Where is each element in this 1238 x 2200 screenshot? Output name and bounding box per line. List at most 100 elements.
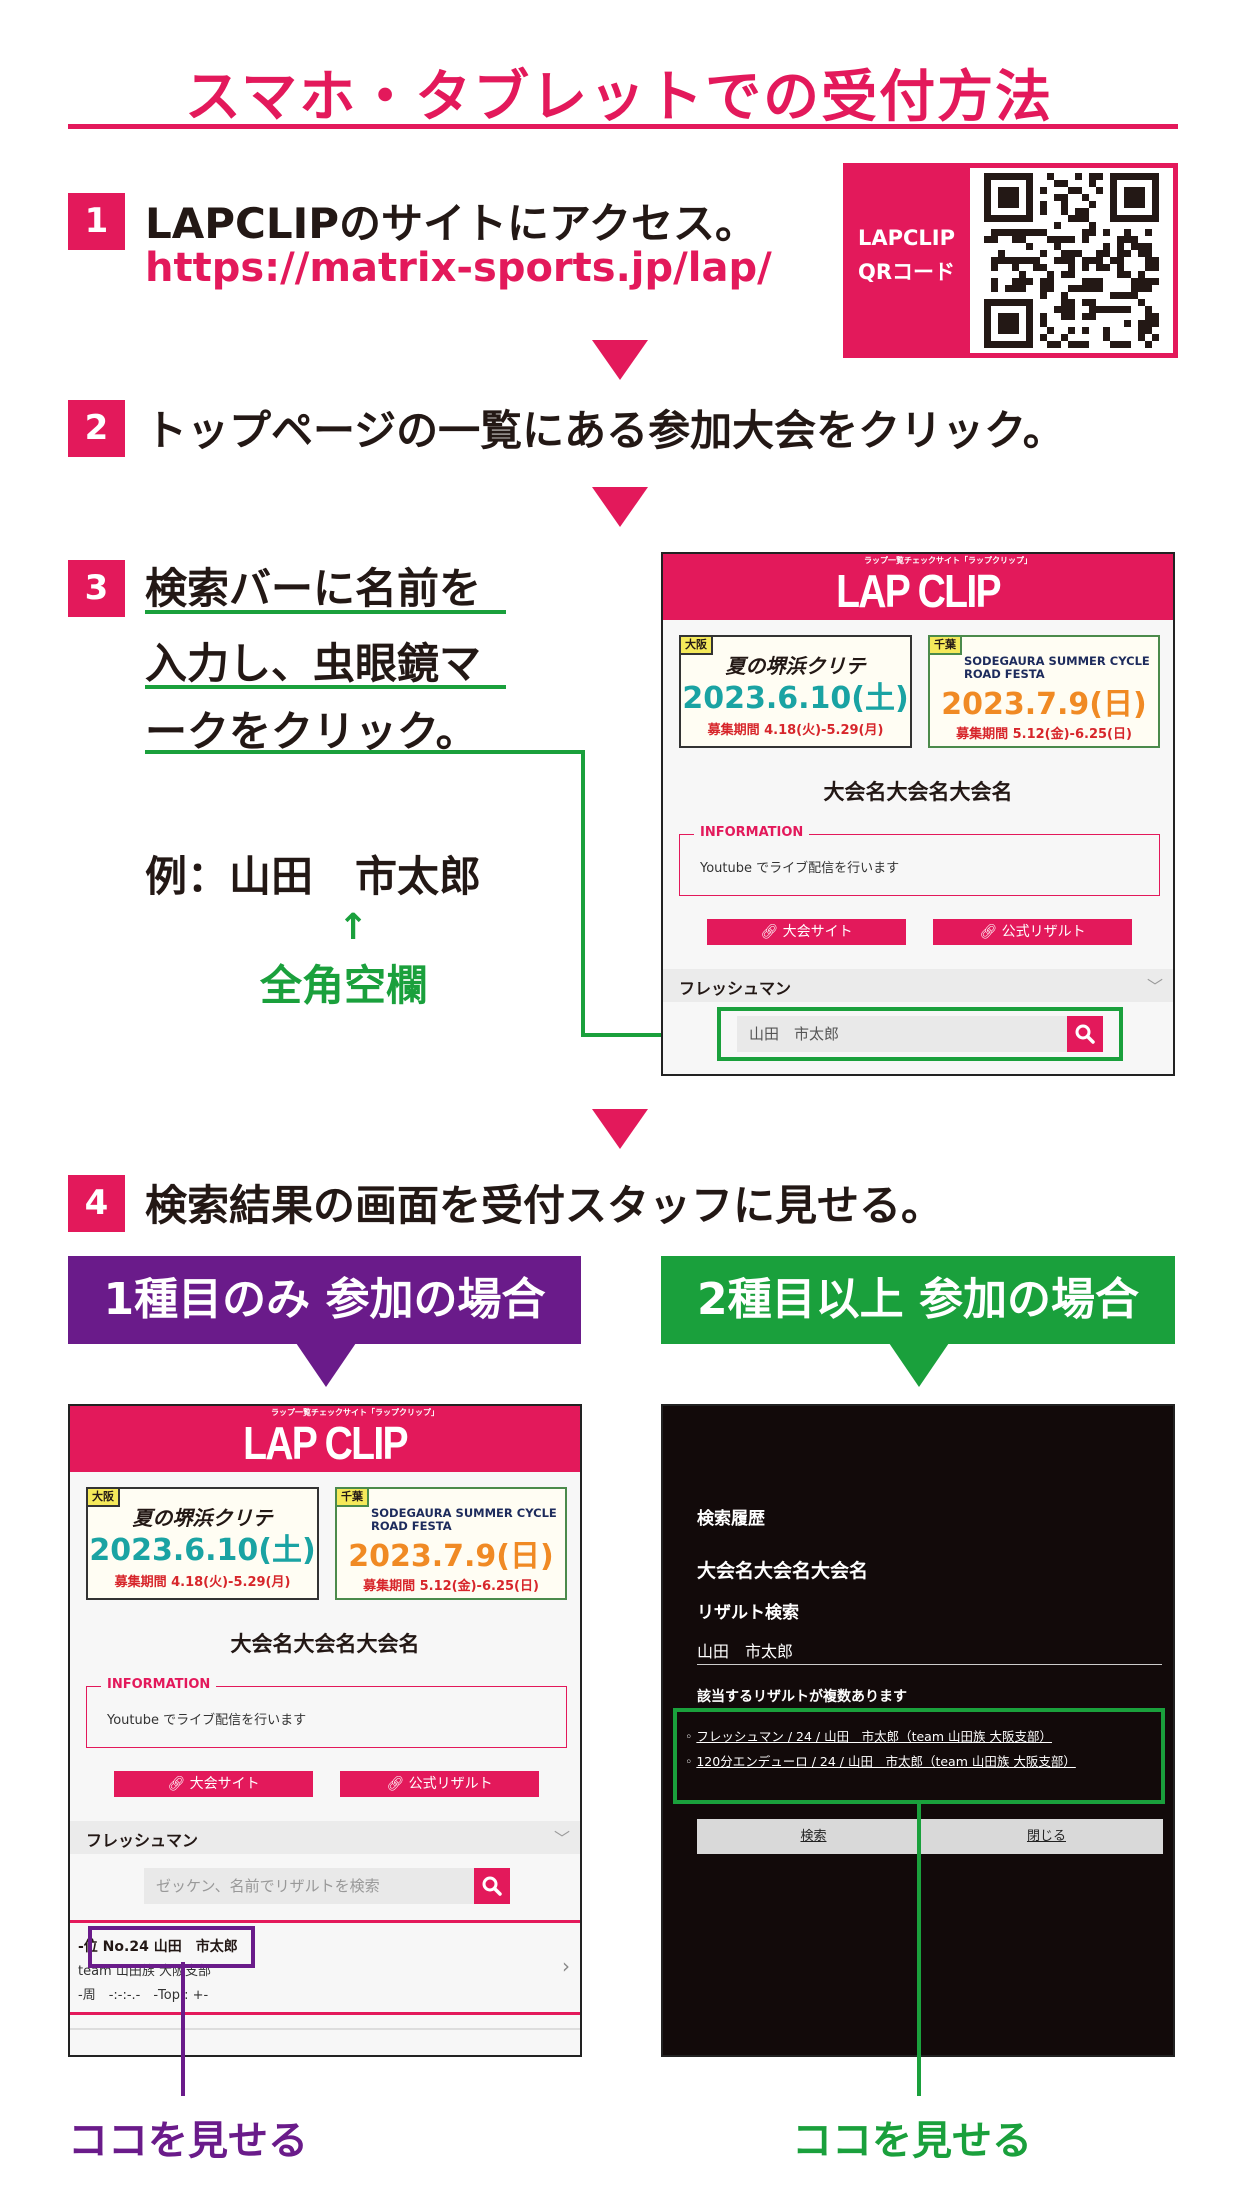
event-name: SODEGAURA SUMMER CYCLE ROAD FESTA (964, 654, 1150, 681)
category-label: フレッシュマン (679, 979, 792, 998)
show-here-box (673, 1708, 1165, 1804)
information-legend: INFORMATION (694, 825, 810, 840)
multiple-results-notice: 該当するリザルトが複数あります (697, 1689, 907, 1705)
category-label: フレッシュマン (86, 1831, 199, 1850)
pointer-icon (296, 1343, 356, 1387)
result-laps: -周 -:-:-.- -Top : +- (78, 1988, 209, 2003)
result-link[interactable]: ◦ 120分エンデューロ / 24 / 山田 市太郎（team 山田族 大阪支部… (685, 1754, 1076, 1769)
result-link[interactable]: ◦ フレッシュマン / 24 / 山田 市太郎（team 山田族 大阪支部） (685, 1729, 1052, 1744)
category-accordion[interactable]: フレッシュマン ﹀ (663, 969, 1173, 1002)
result-link-text[interactable]: 120分エンデューロ / 24 / 山田 市太郎（team 山田族 大阪支部） (696, 1754, 1076, 1769)
result-search-input[interactable]: 山田 市太郎 (737, 1016, 1067, 1052)
event-title: 大会名大会名大会名 (230, 1632, 420, 1656)
step-3-line: 入力し、虫眼鏡マ (145, 639, 482, 688)
entry-period: 募集期間 5.12(金)-6.25(日) (363, 1579, 539, 1594)
region-tag: 千葉 (930, 637, 962, 655)
event-date: 2023.7.9(日) (941, 687, 1147, 722)
lapclip-logo[interactable]: LAP CLIP (243, 1417, 409, 1469)
result-rank-name[interactable]: -位 No.24 山田 市太郎 (78, 1939, 238, 1955)
step-1-badge: 1 (68, 193, 125, 250)
underline (145, 750, 585, 754)
chevron-down-icon[interactable]: ﹀ (553, 1829, 570, 1848)
information-text: Youtube でライブ配信を行います (107, 1713, 307, 1728)
event-date: 2023.6.10(土) (89, 1533, 316, 1568)
step-1-text: LAPCLIPのサイトにアクセス。 (145, 199, 757, 248)
connector-line (917, 1800, 921, 2096)
button-label: 大会サイト (782, 924, 853, 940)
event-site-button[interactable]: 🔗︎ 大会サイト (707, 919, 906, 945)
information-box: INFORMATION Youtube でライブ配信を行います (679, 825, 1160, 896)
official-result-button[interactable]: 🔗︎ 公式リザルト (933, 919, 1132, 945)
title-divider (68, 124, 1178, 129)
show-here-label: ココを見せる (68, 2118, 308, 2164)
multiple-event-banner: 2種目以上 参加の場合 (661, 1256, 1175, 1344)
information-box: INFORMATION Youtube でライブ配信を行います (86, 1677, 567, 1748)
lapclip-url-link[interactable]: https://matrix-sports.jp/lap/ (145, 245, 772, 291)
search-icon (1075, 1024, 1095, 1044)
lapclip-logo[interactable]: LAP CLIP (836, 565, 1002, 617)
name-example: 例：山田 市太郎 (145, 852, 482, 901)
search-highlight-box (717, 1007, 1123, 1061)
dialog-event-title: 大会名大会名大会名 (697, 1560, 869, 1582)
chevron-right-icon[interactable]: › (562, 1954, 570, 1978)
entry-period: 募集期間 4.18(火)-5.29(月) (114, 1575, 291, 1590)
header-tagline: ラップ一覧チェックサイト「ラップクリップ」 (864, 556, 1032, 565)
lapclip-header: ラップ一覧チェックサイト「ラップクリップ」 LAP CLIP (70, 1406, 580, 1472)
result-link-text[interactable]: フレッシュマン / 24 / 山田 市太郎（team 山田族 大阪支部） (696, 1729, 1052, 1744)
arrow-down-icon (592, 340, 648, 380)
step-4-text: 検索結果の画面を受付スタッフに見せる。 (145, 1181, 944, 1230)
qr-label-line: QRコード (857, 260, 956, 284)
dialog-close-button[interactable]: 閉じる (930, 1819, 1163, 1854)
chevron-down-icon[interactable]: ﹀ (1146, 977, 1163, 996)
arrow-down-icon (592, 487, 648, 527)
step-3-line: ークをクリック。 (145, 707, 478, 756)
event-date: 2023.6.10(土) (682, 681, 909, 716)
qr-code-icon (970, 168, 1173, 353)
phone-screenshot-search: ラップ一覧チェックサイト「ラップクリップ」 LAP CLIP 大阪 夏の堺浜クリ… (661, 552, 1175, 1076)
header-tagline: ラップ一覧チェックサイト「ラップクリップ」 (271, 1408, 439, 1417)
result-search-heading: リザルト検索 (697, 1603, 799, 1623)
connector-line (581, 750, 585, 1037)
step-4-badge: 4 (68, 1175, 125, 1232)
dialog-query-field[interactable]: 山田 市太郎 (697, 1638, 1162, 1665)
pointer-icon (889, 1343, 949, 1387)
phone-screenshot-single-result: ラップ一覧チェックサイト「ラップクリップ」 LAP CLIP 大阪 夏の堺浜クリ… (68, 1404, 582, 2057)
category-accordion[interactable]: フレッシュマン ﹀ (70, 1821, 580, 1854)
search-history-heading: 検索履歴 (697, 1509, 765, 1529)
button-label: 公式リザルト (1001, 924, 1086, 940)
search-button[interactable] (474, 1868, 510, 1904)
single-event-banner: 1種目のみ 参加の場合 (68, 1256, 581, 1344)
step-2-badge: 2 (68, 400, 125, 457)
divider (70, 2028, 580, 2030)
information-legend: INFORMATION (101, 1677, 217, 1692)
arrow-down-icon (592, 1109, 648, 1149)
connector-line (181, 1962, 185, 2096)
dialog-search-button[interactable]: 検索 (697, 1819, 930, 1854)
page-title: スマホ・タブレットでの受付方法 (184, 65, 1054, 130)
underline (145, 610, 506, 614)
show-here-box (88, 1926, 255, 1968)
entry-period: 募集期間 4.18(火)-5.29(月) (707, 723, 884, 738)
event-banner-chiba[interactable]: 千葉 SODEGAURA SUMMER CYCLE ROAD FESTA 202… (928, 635, 1160, 748)
region-tag: 千葉 (337, 1489, 369, 1507)
event-banner-osaka[interactable]: 大阪 夏の堺浜クリテ 2023.6.10(土) 募集期間 4.18(火)-5.2… (86, 1487, 319, 1600)
link-icon: 🔗︎ (760, 924, 783, 940)
region-tag: 大阪 (88, 1489, 120, 1507)
event-site-button[interactable]: 🔗︎ 大会サイト (114, 1771, 313, 1797)
region-tag: 大阪 (681, 637, 713, 655)
button-label: 公式リザルト (408, 1776, 493, 1792)
event-banner-osaka[interactable]: 大阪 夏の堺浜クリテ 2023.6.10(土) 募集期間 4.18(火)-5.2… (679, 635, 912, 748)
arrow-up-icon: ↑ (338, 907, 369, 948)
official-result-button[interactable]: 🔗︎ 公式リザルト (340, 1771, 539, 1797)
entry-period: 募集期間 5.12(金)-6.25(日) (956, 727, 1132, 742)
search-button[interactable] (1067, 1016, 1103, 1052)
event-banner-chiba[interactable]: 千葉 SODEGAURA SUMMER CYCLE ROAD FESTA 202… (335, 1487, 567, 1600)
event-name: 夏の堺浜クリテ (132, 1506, 273, 1530)
connector-line (581, 1033, 717, 1037)
button-label: 大会サイト (189, 1776, 260, 1792)
search-icon (482, 1876, 502, 1896)
result-search-input[interactable]: ゼッケン、名前でリザルトを検索 (144, 1868, 474, 1904)
link-icon: 🔗︎ (386, 1776, 409, 1792)
